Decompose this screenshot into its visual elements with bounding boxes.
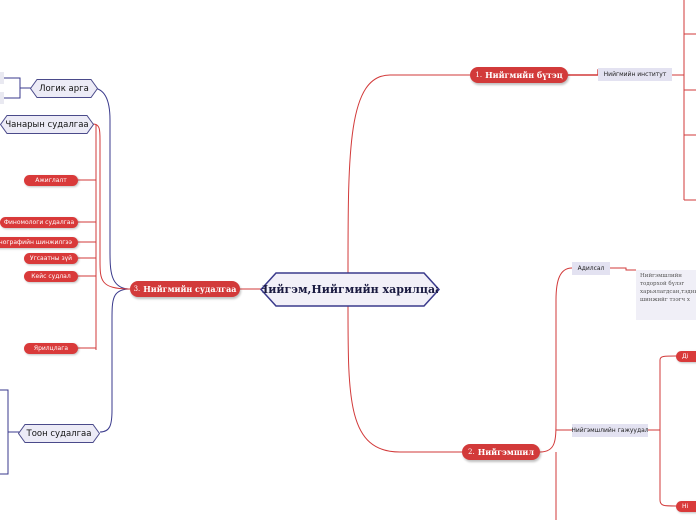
logic-hex-outline	[30, 79, 98, 98]
description-line: шинжийг тээгч х	[640, 297, 691, 303]
branch-socialization[interactable]: 2. Нийгэмшил	[462, 444, 540, 460]
topic-qualitative-research[interactable]: Чанарын судалгаа	[5, 119, 89, 130]
right-stub-topic[interactable]: Ні	[676, 501, 696, 512]
branch-label: Нийгмийн бүтэц	[485, 70, 563, 80]
subtopic-agents[interactable]: Нийгэмшлийн гажуудал	[572, 424, 648, 437]
quantitative-hex-outline	[18, 424, 100, 443]
central-topic[interactable]: Нийгэм,Нийгмийн харилцаа	[262, 283, 438, 296]
leaf-ethnography[interactable]: Этнографийн шинжилгээ	[0, 237, 78, 248]
branch-label: Нийгэмшил	[477, 447, 535, 457]
branch-number: 1.	[475, 71, 483, 79]
topic-logic-method[interactable]: Логик арга	[39, 83, 89, 94]
branch-label: Нийгмийн судалгаа	[143, 284, 237, 294]
description-line: харьялагдсан,тэдний	[640, 289, 696, 295]
right-stub-topic[interactable]: Ді	[676, 351, 696, 362]
leaf-phenomenology[interactable]: Финомологи судалгаа	[0, 217, 78, 228]
leaf-case-study[interactable]: Кейс судлал	[24, 271, 78, 282]
offscreen-node-stub	[0, 92, 4, 104]
leaf-ethnology[interactable]: Угсаатны зүй	[24, 253, 78, 264]
branch-social-structure[interactable]: 1. Нийгмийн бүтэц	[470, 67, 568, 83]
branch-number: 3.	[133, 285, 141, 293]
qualitative-hex-outline	[0, 115, 94, 134]
central-topic-outline	[260, 272, 440, 307]
offscreen-node-stub	[0, 72, 4, 84]
subtopic-institute[interactable]: Нийгмийн институт	[598, 68, 672, 81]
branch-social-research[interactable]: 3. Нийгмийн судалгаа	[130, 281, 240, 297]
description-line: Нийгэмшлийн	[640, 273, 682, 279]
adilsal-description: Нийгэмшлийн тодорхой бүлэг харьялагдсан,…	[636, 270, 696, 320]
leaf-observation[interactable]: Ажиглалт	[24, 175, 78, 186]
subtopic-adilsal[interactable]: Адилсал	[572, 262, 610, 275]
branch-number: 2.	[468, 448, 475, 456]
description-line: тодорхой бүлэг	[640, 281, 685, 287]
leaf-interview[interactable]: Ярилцлага	[24, 343, 78, 354]
topic-quantitative-research[interactable]: Тоон судалгаа	[26, 428, 92, 439]
